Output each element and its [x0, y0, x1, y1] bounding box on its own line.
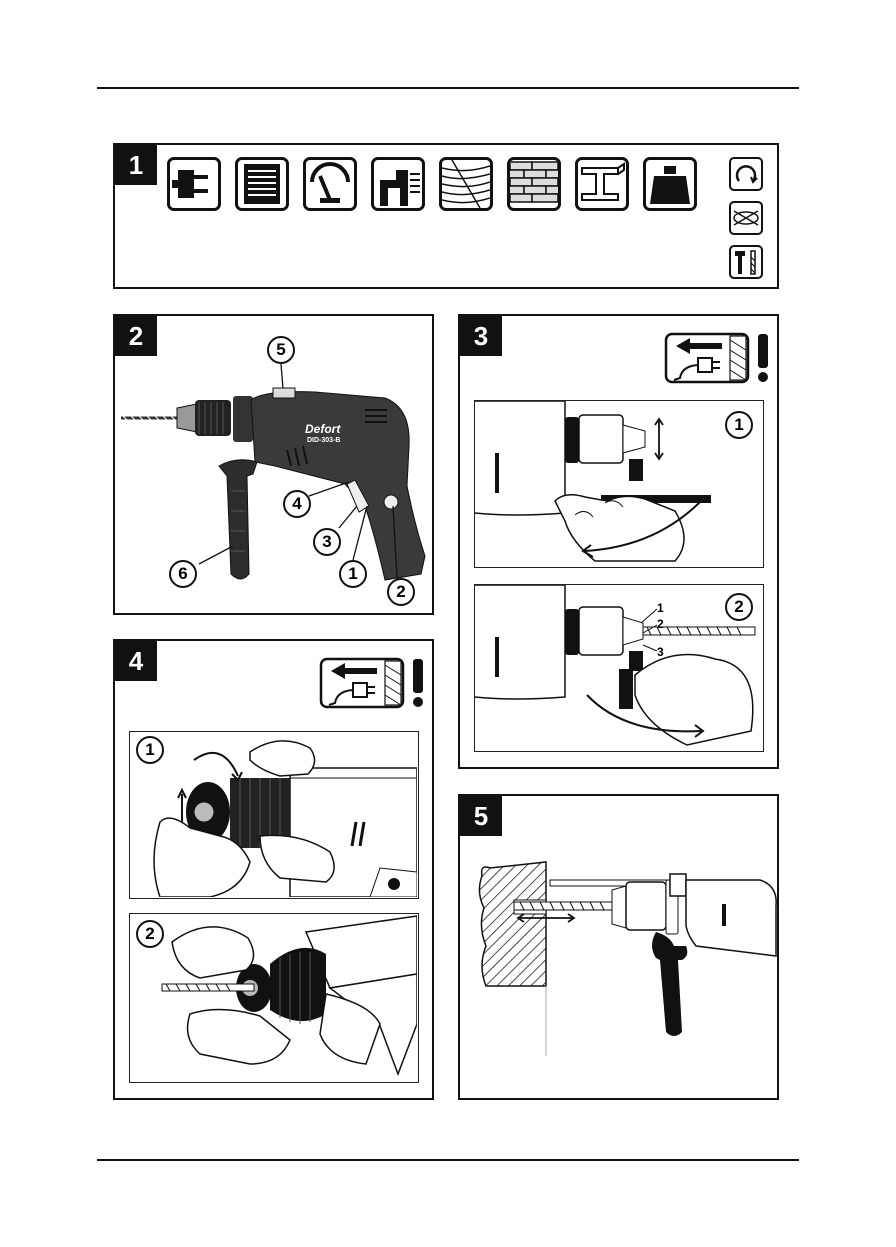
weight-icon — [643, 157, 697, 211]
panel-5: 5 — [458, 794, 779, 1100]
bit-insert-illustration — [475, 585, 762, 750]
panel-2: 2 Defort DID-303-B 5 — [113, 314, 434, 615]
step-2-frame: 1 2 3 2 — [474, 584, 764, 752]
keyless-chuck-release-illustration — [130, 732, 417, 897]
depth-stop-illustration — [460, 796, 777, 1098]
steel-beam-icon — [575, 157, 629, 211]
part-label-1: 1 — [657, 601, 664, 615]
panel-number: 1 — [115, 145, 157, 185]
gauge-icon — [303, 157, 357, 211]
step-1-number: 1 — [725, 411, 753, 439]
part-label-2: 2 — [657, 617, 664, 631]
callout-1: 1 — [339, 560, 367, 588]
header-rule — [97, 87, 799, 89]
plug-icon — [167, 157, 221, 211]
step-1-number: 1 — [136, 736, 164, 764]
panel-3: 3 1 — [458, 314, 779, 769]
keyless-chuck-insert-illustration — [130, 914, 417, 1081]
impact-drill-icon — [371, 157, 425, 211]
callout-4: 4 — [283, 490, 311, 518]
callout-2: 2 — [387, 578, 415, 606]
callout-6: 6 — [169, 560, 197, 588]
step-2-number: 2 — [136, 920, 164, 948]
panel-number: 4 — [115, 641, 157, 681]
footer-rule — [97, 1159, 799, 1161]
step-2-number: 2 — [725, 593, 753, 621]
tools-icon — [729, 245, 763, 279]
step-1-frame: 1 — [129, 731, 419, 899]
chuck-key-tighten-illustration — [475, 401, 762, 566]
unplug-warning-icon — [319, 655, 429, 711]
callout-5: 5 — [267, 336, 295, 364]
part-label-3: 3 — [657, 645, 664, 659]
panel-number: 3 — [460, 316, 502, 356]
brand-label: Defort — [305, 422, 340, 436]
brick-icon — [507, 157, 561, 211]
callout-3: 3 — [313, 528, 341, 556]
panel-4: 4 1 — [113, 639, 434, 1100]
step-1-frame: 1 — [474, 400, 764, 568]
model-label: DID-303-B — [307, 437, 340, 444]
impact-mode-icon — [729, 201, 763, 235]
step-2-frame: 2 — [129, 913, 419, 1083]
motor-icon — [235, 157, 289, 211]
unplug-warning-icon — [664, 330, 774, 386]
panel-1: 1 — [113, 143, 779, 289]
rotation-icon — [729, 157, 763, 191]
wood-icon — [439, 157, 493, 211]
